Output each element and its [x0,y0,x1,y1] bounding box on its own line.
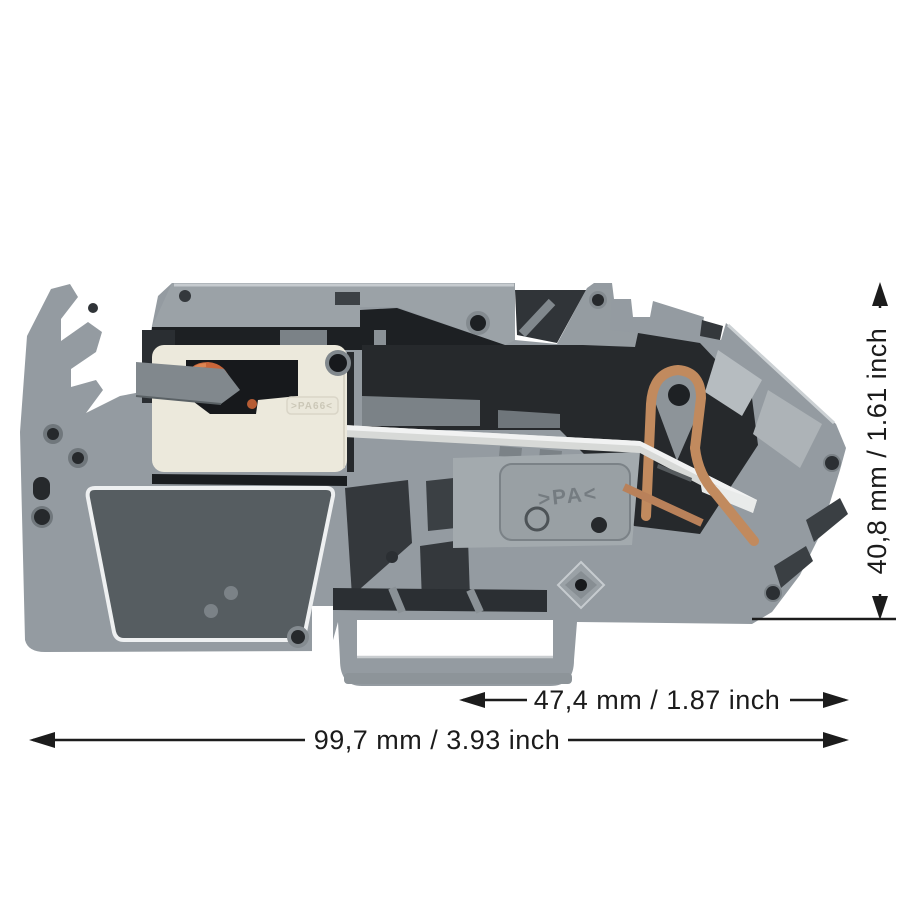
recess-pin-b [224,586,238,600]
arrow-down-icon [872,596,888,620]
busbar [344,425,757,513]
clamp-spring-lower-strip [622,483,704,527]
plate-ring-hole [524,506,550,532]
slope-light-patch-b [753,390,822,468]
height-dimension [752,282,896,621]
arrow-up-icon [872,282,888,306]
web-pin-hole [386,551,398,563]
clamp-spring-press-leg [690,443,759,546]
holder-latch-hole [329,354,347,372]
busbar-highlight [344,425,757,505]
web-cavity-b [420,539,470,602]
chamber-slab-b [498,410,560,428]
arrow-right-icon [823,732,849,748]
arrow-right-icon [823,692,849,708]
edge-bolt-b [766,586,780,600]
release-lever [136,362,240,404]
background-gap-foot [312,606,333,672]
cavity-piece-slab [280,330,327,345]
edge-bolt-a [825,456,839,470]
foot-bar-shade [344,673,572,684]
rail-pin-dot [179,290,191,302]
bottom-slot-band [333,588,547,612]
release-lever-shade [135,395,222,405]
boss-hole [575,579,587,591]
edge-notch-top [700,320,723,340]
cavity-top-notch [515,290,586,343]
face-bolt-a [470,315,486,331]
web-cavity-a [345,480,412,596]
edge-slot-a [806,498,848,542]
cavity-under-rail [152,308,505,350]
fasteners [31,311,841,648]
cavity-under-holder [152,474,347,486]
cavity-holder-side-gap [347,352,354,472]
rail-recess [335,292,360,305]
arrow-left-icon [29,732,55,748]
dimension-annotations [29,282,896,748]
wall-hole-b [72,452,84,464]
edge-slot-b [774,546,813,588]
wall-hole-c [34,509,50,525]
fuse-holder: >PA66< [135,345,351,472]
teardrop-hole [668,384,690,406]
ridge-overlay [557,289,638,347]
plate-dark-hole [591,517,607,533]
foot-window [357,620,553,656]
top-rail-face [152,283,515,345]
total-width-dimension-label: 99,7 mm / 3.93 inch [313,725,561,755]
material-marking-pa66: >PA66< [291,401,333,412]
chamber-slab-a [362,396,480,426]
arrow-left-icon [459,692,485,708]
clamp-spring-hairpin [641,364,707,521]
busbar-slot-mark [657,464,692,482]
pa-marking-plate: >PA< [453,452,640,548]
partial-width-dimension [459,692,849,708]
clamp-mechanism [344,364,759,546]
recess-pin-a [204,604,218,618]
din-rail-foot [344,620,572,684]
spring-anchor-teardrop [653,365,705,461]
height-dimension-label: 40,8 mm / 1.61 inch [862,327,892,575]
total-width-dimension [29,732,849,748]
wall-hole-a [47,428,59,440]
slot-divider-a [388,586,406,614]
cavity-strut [518,298,556,338]
slope-light-patch-a [705,350,762,416]
claw-pin-dot [88,303,98,313]
ridge-bolt [592,294,604,306]
mounting-boss [556,560,606,610]
pa66-label-plate [286,396,339,415]
slope-highlight [726,323,836,425]
wall-slot [33,477,50,500]
slot-divider-b [466,588,484,614]
chamber-tab-a [499,446,522,458]
fuse-contact-dot [247,399,257,409]
foot-bolt [291,630,305,644]
partial-width-dimension-label: 47,4 mm / 1.87 inch [533,685,781,715]
right-slope [557,289,836,468]
